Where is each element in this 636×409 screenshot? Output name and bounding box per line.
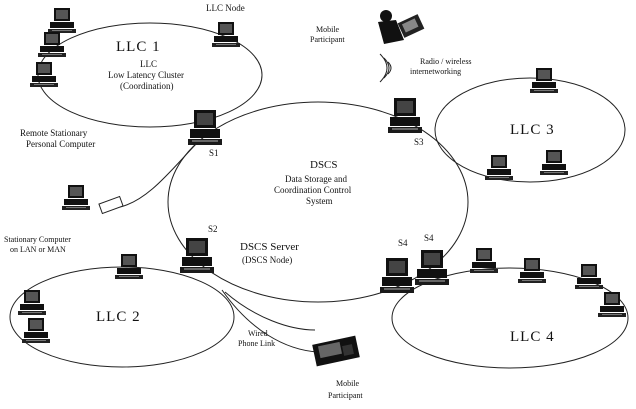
mobile-bottom-line2: Participant [328,391,363,400]
llc1-line1: LLC [140,59,157,69]
server-s4-label: S4 [398,238,408,248]
llc2-computer-icon [115,254,143,279]
server-s1-icon [188,110,222,145]
server-s2-label: S2 [208,224,218,234]
llc1-computer-icon [48,8,76,33]
llc-node-label: LLC Node [206,3,245,13]
llc4-computer-icon [598,292,626,317]
dscs-server-subtitle: (DSCS Node) [242,255,293,265]
remote-pc-link [119,139,201,208]
llc-node-computer-icon [212,22,240,47]
dscs-title: DSCS [310,159,338,171]
llc4-computer-icon [518,258,546,283]
wired-line2: Phone Link [238,339,276,348]
mobile-top-line2: Participant [310,35,345,44]
llc1-title: LLC 1 [116,39,161,55]
dscs-line1: Data Storage and [285,174,347,184]
dscs-line2: Coordination Control [274,185,352,195]
llc1-computer-icon [38,32,66,57]
remote-pc-line2: Personal Computer [26,139,96,149]
llc3-ring [434,77,626,183]
server-s1-label: S1 [209,148,219,158]
dscs-ring [167,101,469,303]
server-s4-label: S4 [424,233,434,243]
wireless-line2: internetworking [410,67,462,76]
llc3-computer-icon [530,68,558,93]
wireless-line1: Radio / wireless [420,57,472,66]
server-s3-label: S3 [414,137,424,147]
llc4-computer-icon [470,248,498,273]
remote-pc-line1: Remote Stationary [20,128,88,138]
server-s2-icon [180,238,214,273]
mobile-participant-icon [378,10,425,44]
dscs-server-title: DSCS Server [240,241,299,253]
llc4-computer-icon [575,264,603,289]
wireless-signal-icon [379,53,392,83]
modem-icon [98,195,124,215]
llc1-line3: (Coordination) [120,81,174,91]
server-s4-icon [380,258,414,293]
mobile-bottom-line1: Mobile [336,379,360,388]
wired-phone-link [221,289,319,353]
llc3-computer-icon [540,150,568,175]
llc4-title: LLC 4 [510,329,555,345]
mobile-top-line1: Mobile [316,25,340,34]
llc1-line2: Low Latency Cluster [108,70,184,80]
stationary-pc-line2: on LAN or MAN [10,245,66,254]
server-s4-icon [415,250,449,285]
stationary-pc-line1: Stationary Computer [4,235,71,244]
dscs-line3: System [306,196,333,206]
llc3-title: LLC 3 [510,122,555,138]
remote-pc-icon [62,185,90,210]
mobile-device-icon [312,335,360,367]
llc2-title: LLC 2 [96,309,141,325]
llc4-ring [391,267,629,369]
llc3-computer-icon [485,155,513,180]
llc2-computer-icon [22,318,50,343]
wired-line1: Wired [248,329,268,338]
llc1-computer-icon [30,62,58,87]
